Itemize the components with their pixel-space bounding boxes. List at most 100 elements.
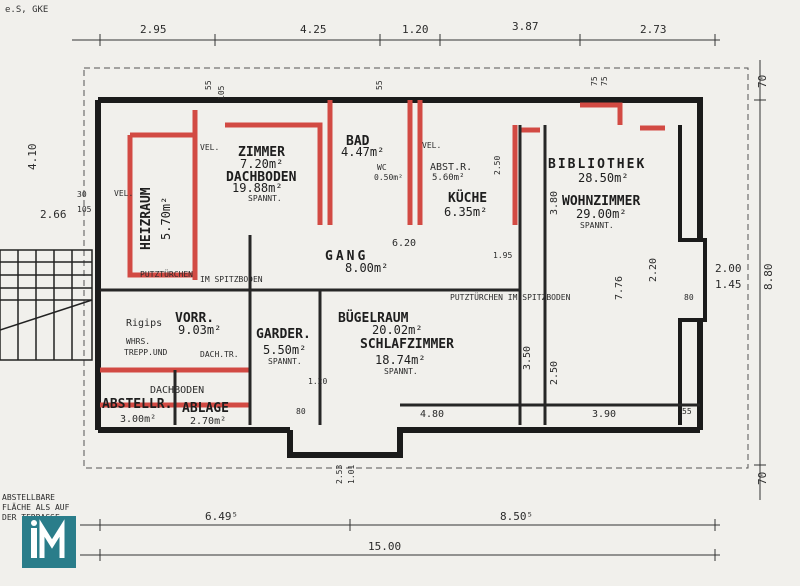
- bay-window-wall: [678, 125, 707, 425]
- note-vel-2: VEL.: [114, 189, 133, 198]
- room-dachboden-name: DACHBODEN: [150, 385, 204, 396]
- dim-top-2: 4.25: [300, 23, 327, 36]
- dim-inner-101: 1.01: [347, 465, 356, 484]
- dim-left-3: 30: [77, 190, 87, 199]
- room-zimmer-sub-area: 19.88m²: [232, 181, 283, 195]
- dim-inner-195: 1.95: [493, 251, 512, 260]
- dim-inner-75a: 75: [590, 76, 599, 86]
- note-vel-3: VEL.: [422, 141, 441, 150]
- interior-walls: [100, 125, 700, 425]
- legend-line-2: FLÄCHE ALS AUF: [2, 502, 70, 512]
- dim-top-3: 1.20: [402, 23, 429, 36]
- note-vel-1: VEL.: [200, 143, 219, 152]
- room-wohnzimmer-area: 29.00m²: [576, 207, 627, 221]
- note-putzturchen: PUTZTÜRCHEN: [140, 269, 193, 279]
- room-schlafzimmer-area: 18.74m²: [375, 353, 426, 367]
- room-schlafzimmer-note: SPANNT.: [384, 367, 418, 376]
- dim-top-1: 2.95: [140, 23, 167, 36]
- room-ablage-name: ABLAGE: [182, 401, 229, 416]
- dim-inner-75b: 75: [600, 76, 609, 86]
- outer-walls: [95, 97, 703, 458]
- note-whrs: WHRS.: [126, 337, 150, 346]
- room-wohnzimmer-name: WOHNZIMMER: [562, 194, 640, 209]
- dim-right-1: 70: [756, 75, 769, 88]
- bottom-dimension-chain: [80, 519, 720, 561]
- room-wc-area: 0.50m²: [374, 173, 403, 182]
- note-dachbtr: DACH.TR.: [200, 350, 239, 359]
- dim-inner-80: 80: [684, 293, 694, 302]
- dim-inner-105: 105: [217, 85, 226, 100]
- room-abstr-area: 5.60m²: [432, 173, 465, 183]
- room-zimmer-name: ZIMMER: [238, 145, 285, 160]
- dim-inner-55a: 55: [204, 80, 213, 90]
- room-bibliothek-name: BIBLIOTHEK: [548, 157, 646, 172]
- dim-inner-380: 3.80: [549, 191, 560, 215]
- room-vorr-name: VORR.: [175, 311, 214, 326]
- dim-inner-350: 3.50: [522, 346, 533, 370]
- dim-inner-80b: 80: [296, 407, 306, 416]
- dim-left-1: 4.10: [26, 144, 39, 171]
- legend-line-1: ABSTELLBARE: [2, 493, 55, 502]
- dim-inner-390: 3.90: [592, 409, 616, 420]
- dim-right-2: 8.80: [762, 264, 775, 291]
- brand-logo: IM: [22, 516, 76, 568]
- note-spitzboden: IM SPITZBODEN: [200, 275, 263, 284]
- dim-top-5: 2.73: [640, 23, 667, 36]
- dim-bottom-1: 6.49⁵: [205, 510, 238, 523]
- dim-inner-55c: 55: [682, 407, 692, 416]
- dim-inner-200: 2.00: [715, 262, 742, 275]
- room-abstr-name: ABST.R.: [430, 162, 472, 173]
- room-wohnzimmer-note: SPANNT.: [580, 221, 614, 230]
- dim-inner-253: 2.53: [335, 465, 344, 484]
- dim-inner-55b: 55: [375, 80, 384, 90]
- logo-mark-icon: [22, 516, 76, 568]
- dim-inner-120: 1.20: [308, 377, 327, 386]
- room-bad-name: BAD: [346, 134, 370, 149]
- room-heizraum-area: 5.70m²: [159, 197, 173, 240]
- dim-top-4: 3.87: [512, 20, 539, 33]
- room-schlafzimmer-name: SCHLAFZIMMER: [360, 337, 454, 352]
- dim-inner-250b: 2.50: [549, 361, 560, 385]
- room-bad-area: 4.47m²: [341, 145, 384, 159]
- right-dimension-chain: [754, 60, 766, 500]
- dim-inner-145: 1.45: [715, 278, 742, 291]
- header-text: e.S, GKE: [5, 5, 48, 15]
- room-zimmer-area: 7.20m²: [240, 157, 283, 171]
- room-wc-name: WC: [377, 163, 387, 172]
- dim-inner-220: 2.20: [648, 258, 659, 282]
- dim-inner-776: 7.76: [614, 276, 625, 300]
- dim-left-4: 105: [77, 205, 92, 214]
- room-bibliothek-area: 28.50m²: [578, 171, 629, 185]
- room-buegelraum-name: BÜGELRAUM: [338, 310, 409, 326]
- dim-left-2: 2.66: [40, 208, 67, 221]
- room-kueche-name: KÜCHE: [448, 190, 487, 206]
- room-garder-note: SPANNT.: [268, 357, 302, 366]
- room-gang-name: GANG: [325, 249, 368, 264]
- room-gang-area: 8.00m²: [345, 261, 388, 275]
- note-tresund: TREPP.UND: [124, 348, 168, 357]
- room-garder-name: GARDER.: [256, 327, 311, 342]
- room-zimmer-note: SPANNT.: [248, 194, 282, 203]
- staircase: [0, 249, 93, 361]
- room-buegelraum-area: 20.02m²: [372, 323, 423, 337]
- room-ablage-area: 2.70m²: [190, 416, 226, 427]
- dim-inner-620: 6.20: [392, 238, 416, 249]
- room-abstell-area: 3.00m²: [120, 414, 156, 425]
- note-putzturchen-spitz: PUTZTÜRCHEN IM SPITZBODEN: [450, 292, 571, 302]
- dim-bottom-2: 8.50⁵: [500, 510, 533, 523]
- red-walls: [100, 100, 665, 408]
- dim-total: 15.00: [368, 540, 401, 553]
- room-vorr-area: 9.03m²: [178, 323, 221, 337]
- dim-inner-250a: 2.50: [493, 156, 502, 175]
- room-garder-area: 5.50m²: [263, 343, 306, 357]
- room-kueche-area: 6.35m²: [444, 205, 487, 219]
- roof-outline: [83, 67, 749, 469]
- room-abstell-name: ABSTELLR.: [102, 397, 172, 412]
- note-rigips: Rigips: [126, 318, 162, 329]
- room-heizraum-name: HEIZRAUM: [139, 187, 154, 250]
- room-zimmer-sub: DACHBODEN: [226, 170, 297, 185]
- dim-right-3: 70: [756, 472, 769, 485]
- top-dimension-chain: [72, 34, 720, 46]
